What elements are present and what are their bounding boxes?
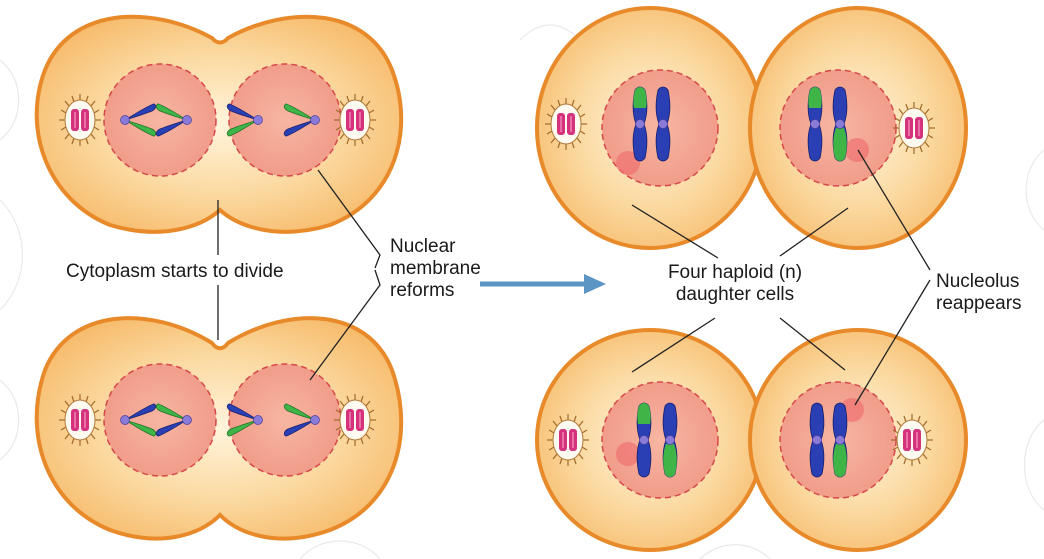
chromosome <box>656 87 670 161</box>
chromosome <box>637 403 651 477</box>
centriole-icon <box>334 394 376 446</box>
nucleolus-reappears-label: Nucleolus reappears <box>936 271 1022 315</box>
nuclear-membrane-label: Nuclear membrane reforms <box>390 236 481 302</box>
chromosome <box>833 87 847 161</box>
centriole-icon <box>547 414 589 466</box>
chromosome <box>633 87 647 161</box>
nucleus <box>229 64 341 176</box>
chromosome <box>808 87 822 161</box>
centriole-icon <box>893 102 935 154</box>
chromosome <box>810 403 824 477</box>
daughter-cell-top-right <box>750 8 966 248</box>
centriole-icon <box>334 94 376 146</box>
dividing-cell-top <box>37 17 401 232</box>
dividing-cell-bottom <box>37 318 401 538</box>
centriole-icon <box>59 394 101 446</box>
daughter-cell-top-left <box>537 8 763 248</box>
centriole-icon <box>891 414 933 466</box>
nucleus <box>229 364 341 476</box>
cytoplasm-divide-label: Cytoplasm starts to divide <box>66 261 284 283</box>
nucleolus <box>845 138 869 162</box>
centriole-icon <box>59 94 101 146</box>
centriole-icon <box>545 98 587 150</box>
progression-arrow <box>480 274 606 294</box>
nucleolus <box>616 442 640 466</box>
chromosome <box>663 403 677 477</box>
daughter-cell-bottom-right <box>750 330 966 550</box>
four-haploid-cells-label: Four haploid (n) daughter cells <box>640 262 830 306</box>
chromosome <box>833 403 847 477</box>
daughter-cell-bottom-left <box>537 330 763 550</box>
